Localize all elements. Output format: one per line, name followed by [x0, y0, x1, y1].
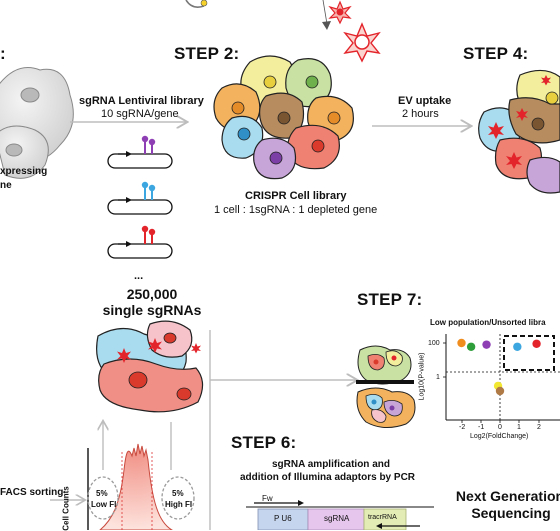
- histogram-peak: [99, 443, 174, 530]
- highlight-box: [503, 335, 555, 371]
- plot-ytick-100: 100: [428, 340, 440, 347]
- scatter-point-3: [482, 340, 491, 349]
- plasmid-purple: [107, 135, 173, 169]
- high-fi-gate: [161, 476, 195, 520]
- rv-primer-arrow-icon: [376, 523, 382, 529]
- step2-arrow-label-1: sgRNA Lentiviral library: [79, 95, 204, 107]
- ngs-line2: Sequencing: [471, 505, 551, 521]
- segment-label-tracrrna: tracrRNA: [368, 514, 397, 521]
- step4-title: STEP 4:: [463, 44, 529, 63]
- step6-desc-1: sgRNA amplification and: [272, 459, 390, 470]
- plot-title: Low population/Unsorted libra: [430, 318, 546, 327]
- pcr-construct: [246, 500, 434, 530]
- step6-desc-2: addition of Illumina adaptors by PCR: [240, 472, 416, 483]
- high-fi-label: High FI: [165, 500, 193, 509]
- facs-histogram: [50, 443, 195, 530]
- scatter-point-1: [457, 338, 466, 348]
- low-fi-percent: 5%: [96, 489, 108, 498]
- plot-xtick-0: 0: [498, 424, 502, 431]
- plot-ylabel: Log10(P-value): [418, 352, 426, 401]
- low-fi-gate: [87, 476, 119, 520]
- plasmid-red: [107, 225, 173, 259]
- step7-scatter-plot: [443, 334, 560, 423]
- plot-xtick-m1: -1: [478, 424, 485, 431]
- plot-xlabel: Log2(FoldChange): [470, 433, 529, 440]
- crispr-cell-library: [213, 55, 354, 180]
- library-description: 1 cell : 1sgRNA : 1 depleted gene: [214, 204, 378, 216]
- virus-dot-icon: [200, 0, 208, 7]
- histogram-ylabel: Cell Counts: [61, 486, 71, 531]
- step2-title: STEP 2:: [174, 44, 240, 63]
- step7-populations: [356, 345, 416, 428]
- scatter-point-4: [513, 342, 522, 351]
- plot-ytick-1: 1: [436, 374, 440, 381]
- plot-xtick-1: 1: [517, 424, 521, 431]
- plasmid-blue: [107, 181, 173, 215]
- step7-title: STEP 7:: [357, 290, 423, 309]
- segment-label-pu6: P U6: [274, 514, 292, 523]
- step1-caption-line2: ne: [0, 180, 12, 191]
- step2-arrow-label-2: 10 sgRNA/gene: [101, 108, 179, 120]
- scatter-point-7: [495, 386, 505, 396]
- sgrna-count-label: single sgRNAs: [102, 302, 202, 318]
- step4-cells: [478, 69, 560, 194]
- library-title: CRISPR Cell library: [245, 190, 347, 202]
- top-ev-burst-group: [185, 0, 381, 63]
- plot-xtick-2: 2: [537, 424, 541, 431]
- step6-title: STEP 6:: [231, 433, 297, 452]
- plasmid-ellipsis: ...: [134, 270, 144, 282]
- scatter-points-group: [457, 338, 541, 396]
- ngs-line1: Next Generation: [455, 488, 560, 504]
- step1-caption-line1: xpressing: [0, 166, 48, 177]
- step1-heading-fragment: :: [0, 44, 6, 63]
- step1-gray-cells: [0, 67, 74, 179]
- sgrna-plasmids: [107, 135, 173, 259]
- ev-burst-icon-large: [343, 22, 381, 63]
- low-fi-label: Low FI: [91, 500, 117, 509]
- step4-arrow-label-2: 2 hours: [402, 108, 439, 120]
- facs-sorting-label: FACS sorting: [0, 487, 64, 498]
- high-fi-percent: 5%: [172, 489, 184, 498]
- step4-arrow-label-1: EV uptake: [398, 95, 452, 107]
- primer-label: Fw: [262, 494, 273, 503]
- sgrna-count: 250,000: [126, 286, 178, 302]
- sorted-cells-cluster: [96, 320, 204, 413]
- virus-fragment-icon: [185, 0, 205, 8]
- ev-burst-icon: [328, 0, 352, 25]
- segment-label-sgrna: sgRNA: [324, 514, 350, 523]
- ev-burst-icon-small: [488, 122, 504, 139]
- fw-primer-arrow-icon: [298, 500, 304, 506]
- plot-xtick-m2: -2: [459, 424, 466, 431]
- segment-tracrrna: [363, 508, 407, 530]
- scatter-point-2: [466, 342, 476, 351]
- small-down-arrow-icon: [322, 21, 331, 30]
- scatter-point-5: [532, 339, 541, 348]
